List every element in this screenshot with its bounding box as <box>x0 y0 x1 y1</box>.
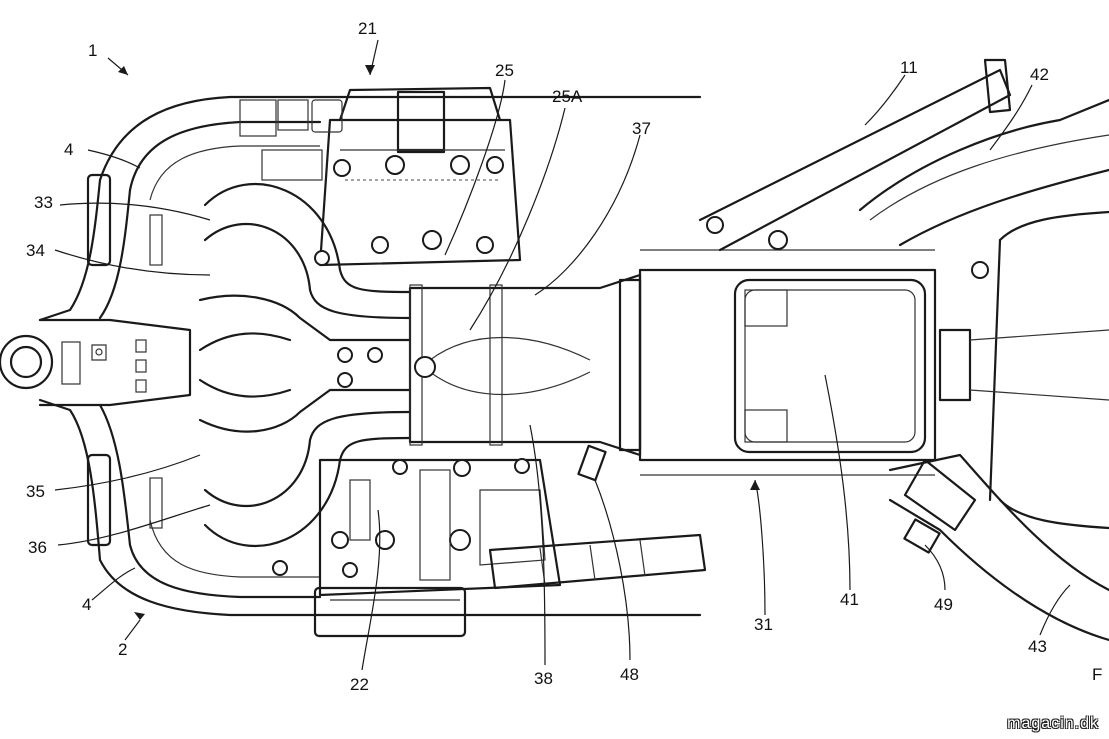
ref-21: 21 <box>358 19 377 38</box>
leader-lines <box>54 39 1071 671</box>
steering-head <box>0 318 192 407</box>
ref-38: 38 <box>534 669 553 688</box>
arrow-marks <box>118 65 760 620</box>
ref-11: 11 <box>900 58 918 77</box>
rear-frame <box>698 58 1109 530</box>
ref-4-upper: 4 <box>64 140 73 159</box>
cylinder-head <box>239 86 522 267</box>
ref-1: 1 <box>88 41 97 60</box>
exhaust-outlet <box>888 453 1109 642</box>
ref-22: 22 <box>350 675 369 694</box>
ref-34: 34 <box>26 241 45 260</box>
ref-33: 33 <box>34 193 53 212</box>
ref-31: 31 <box>754 615 773 634</box>
ref-37: 37 <box>632 119 651 138</box>
ref-41: 41 <box>840 590 859 609</box>
ref-25a: 25A <box>552 87 583 106</box>
watermark: magacin.dk <box>1007 715 1099 732</box>
ref-fig: F <box>1092 665 1102 684</box>
muffler <box>618 249 937 476</box>
reference-numerals: 1 21 25 25A 37 11 42 4 33 34 35 36 4 2 2… <box>26 19 1102 694</box>
ref-42: 42 <box>1030 65 1049 84</box>
sensor-48 <box>577 444 607 482</box>
ref-43: 43 <box>1028 637 1047 656</box>
ref-35: 35 <box>26 482 45 501</box>
ref-49: 49 <box>934 595 953 614</box>
ref-36: 36 <box>28 538 47 557</box>
ref-4-lower: 4 <box>82 595 91 614</box>
ref-2: 2 <box>118 640 127 659</box>
frame-outline <box>38 95 702 617</box>
ref-48: 48 <box>620 665 639 684</box>
ref-25: 25 <box>495 61 514 80</box>
crankcase <box>272 458 562 638</box>
